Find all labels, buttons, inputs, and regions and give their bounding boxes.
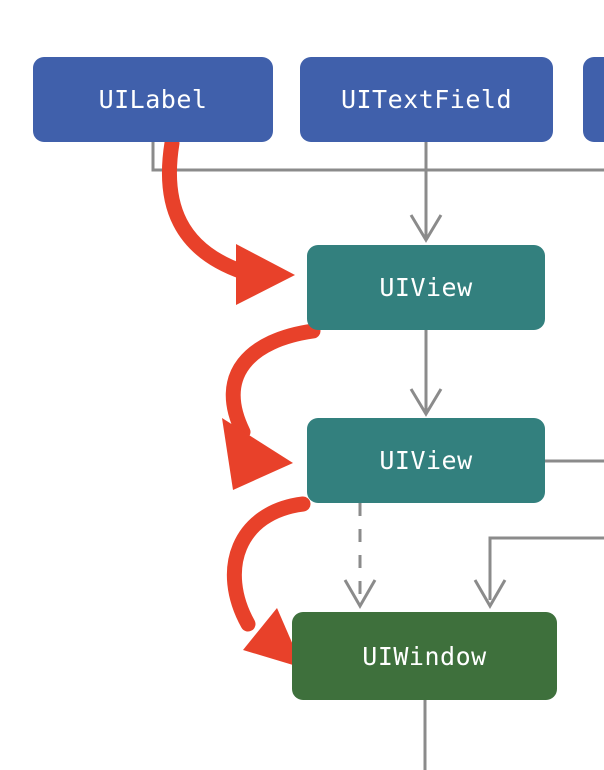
- arrowhead-uitextfield-to-uiview-1: [409, 214, 443, 243]
- annotation-red-arrow-3-head: [243, 608, 303, 668]
- annotation-red-arrow-3-shaft: [226, 496, 311, 632]
- node-uiwindow[interactable]: UIWindow: [292, 612, 557, 700]
- arrowhead-uiview-1-to-uiview-2: [409, 388, 443, 417]
- annotation-red-arrow-1-head: [236, 244, 295, 305]
- node-uiview-1[interactable]: UIView: [307, 245, 545, 330]
- node-uitextfield[interactable]: UITextField: [300, 57, 553, 142]
- annotation-red-arrow-2-head: [222, 418, 293, 490]
- edge-uilabel-to-bus: [151, 142, 604, 172]
- annotation-red-arrow-2-shaft: [225, 323, 321, 440]
- annotation-red-arrow-1-shaft: [161, 135, 251, 280]
- node-uiwindow-label: UIWindow: [362, 641, 487, 671]
- node-uilabel[interactable]: UILabel: [33, 57, 273, 142]
- node-uiview-2[interactable]: UIView: [307, 418, 545, 503]
- node-uilabel-label: UILabel: [98, 85, 208, 114]
- node-uitextfield-label: UITextField: [340, 85, 513, 114]
- node-uiview-1-label: UIView: [379, 273, 473, 302]
- arrowhead-uiview-2-to-uiwindow-dashed: [343, 579, 377, 610]
- edge-right-bus-to-uiwindow: [488, 536, 604, 600]
- node-uiview-2-label: UIView: [379, 446, 473, 475]
- node-clipped-class[interactable]: [583, 57, 604, 142]
- arrowhead-right-bus-to-uiwindow: [473, 579, 507, 610]
